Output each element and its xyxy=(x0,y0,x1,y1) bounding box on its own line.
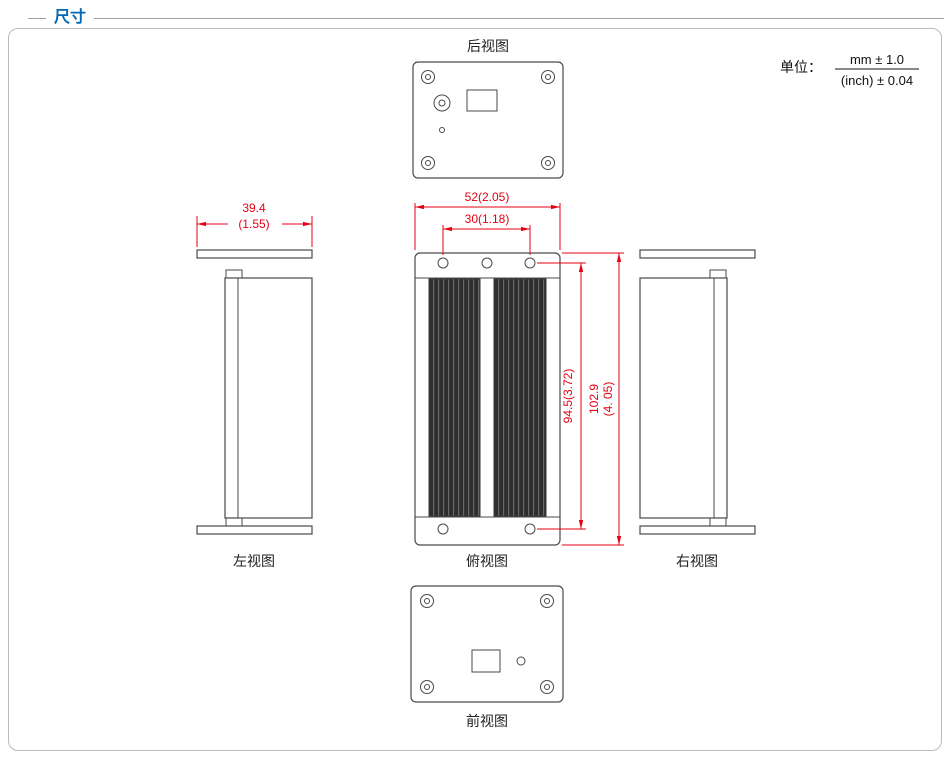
front-screw-top-right xyxy=(540,594,554,608)
front-screw-bottom-left xyxy=(420,680,434,694)
right-top-tab xyxy=(709,269,727,279)
rear-screw-top-right xyxy=(541,70,555,84)
rear-screw-bottom-right xyxy=(541,156,555,170)
front-connector-port xyxy=(471,649,501,673)
top-view-drawing xyxy=(414,252,561,546)
rear-view-drawing xyxy=(412,61,564,179)
top-hole-upper-right xyxy=(524,257,536,269)
front-screw-bottom-right xyxy=(540,680,554,694)
section-title: 尺寸 xyxy=(54,9,87,26)
left-top-flange xyxy=(196,249,313,259)
dim-side-depth-mm: 39.4 xyxy=(242,201,266,215)
top-hole-upper-mid xyxy=(481,257,493,269)
right-view-drawing xyxy=(639,249,756,535)
dim-hole-pitch-v: 94.5(3.72) xyxy=(537,262,586,530)
dim-top-width-text: 52(2.05) xyxy=(465,190,510,204)
units-mm-text: mm ± 1.0 xyxy=(850,52,904,67)
heatsink-fins-right xyxy=(493,278,547,517)
rear-indicator-hole xyxy=(439,127,445,133)
left-top-tab xyxy=(225,269,243,279)
top-hole-upper-left xyxy=(437,257,449,269)
section-header: 尺寸 xyxy=(28,8,944,28)
left-bottom-tab xyxy=(225,517,243,527)
rear-connector-port xyxy=(466,89,498,112)
header-rule-left xyxy=(28,17,46,19)
rear-potentiometer xyxy=(433,94,451,112)
dim-body-height-mm: 102.9 xyxy=(587,384,601,414)
rear-view-label: 后视图 xyxy=(467,38,509,54)
right-view-label: 右视图 xyxy=(676,553,718,569)
front-view-drawing xyxy=(410,585,564,703)
dim-top-width: 52(2.05) xyxy=(414,190,561,250)
top-body xyxy=(414,252,561,546)
dim-side-depth: 39.4 (1.55) xyxy=(196,201,313,247)
header-rule-right xyxy=(94,17,944,19)
left-view-drawing xyxy=(196,249,313,535)
top-hole-lower-right xyxy=(524,523,536,535)
dim-side-depth-inch: (1.55) xyxy=(238,217,269,231)
top-view-label: 俯视图 xyxy=(466,553,508,569)
heatsink-fins-left xyxy=(428,278,481,517)
dim-hole-pitch-h: 30(1.18) xyxy=(442,212,531,255)
units-label: 单位： xyxy=(780,59,822,75)
front-screw-top-left xyxy=(420,594,434,608)
dim-hole-pitch-h-text: 30(1.18) xyxy=(465,212,510,226)
front-view-label: 前视图 xyxy=(466,713,508,729)
rear-screw-top-left xyxy=(421,70,435,84)
units-note: 单位： mm ± 1.0 (inch) ± 0.04 xyxy=(780,52,919,88)
right-top-flange xyxy=(639,249,756,259)
right-bottom-tab xyxy=(709,517,727,527)
units-inch-text: (inch) ± 0.04 xyxy=(841,73,913,88)
front-indicator-hole xyxy=(516,656,526,666)
rear-screw-bottom-left xyxy=(421,156,435,170)
dim-body-height: 102.9 (4. 05) xyxy=(562,252,624,546)
top-hole-lower-left xyxy=(437,523,449,535)
left-view-label: 左视图 xyxy=(233,553,275,569)
left-bottom-flange xyxy=(196,525,313,535)
dim-body-height-inch: (4. 05) xyxy=(601,382,615,417)
left-body xyxy=(224,277,313,519)
right-body xyxy=(639,277,728,519)
dim-hole-pitch-v-text: 94.5(3.72) xyxy=(561,369,575,424)
right-bottom-flange xyxy=(639,525,756,535)
